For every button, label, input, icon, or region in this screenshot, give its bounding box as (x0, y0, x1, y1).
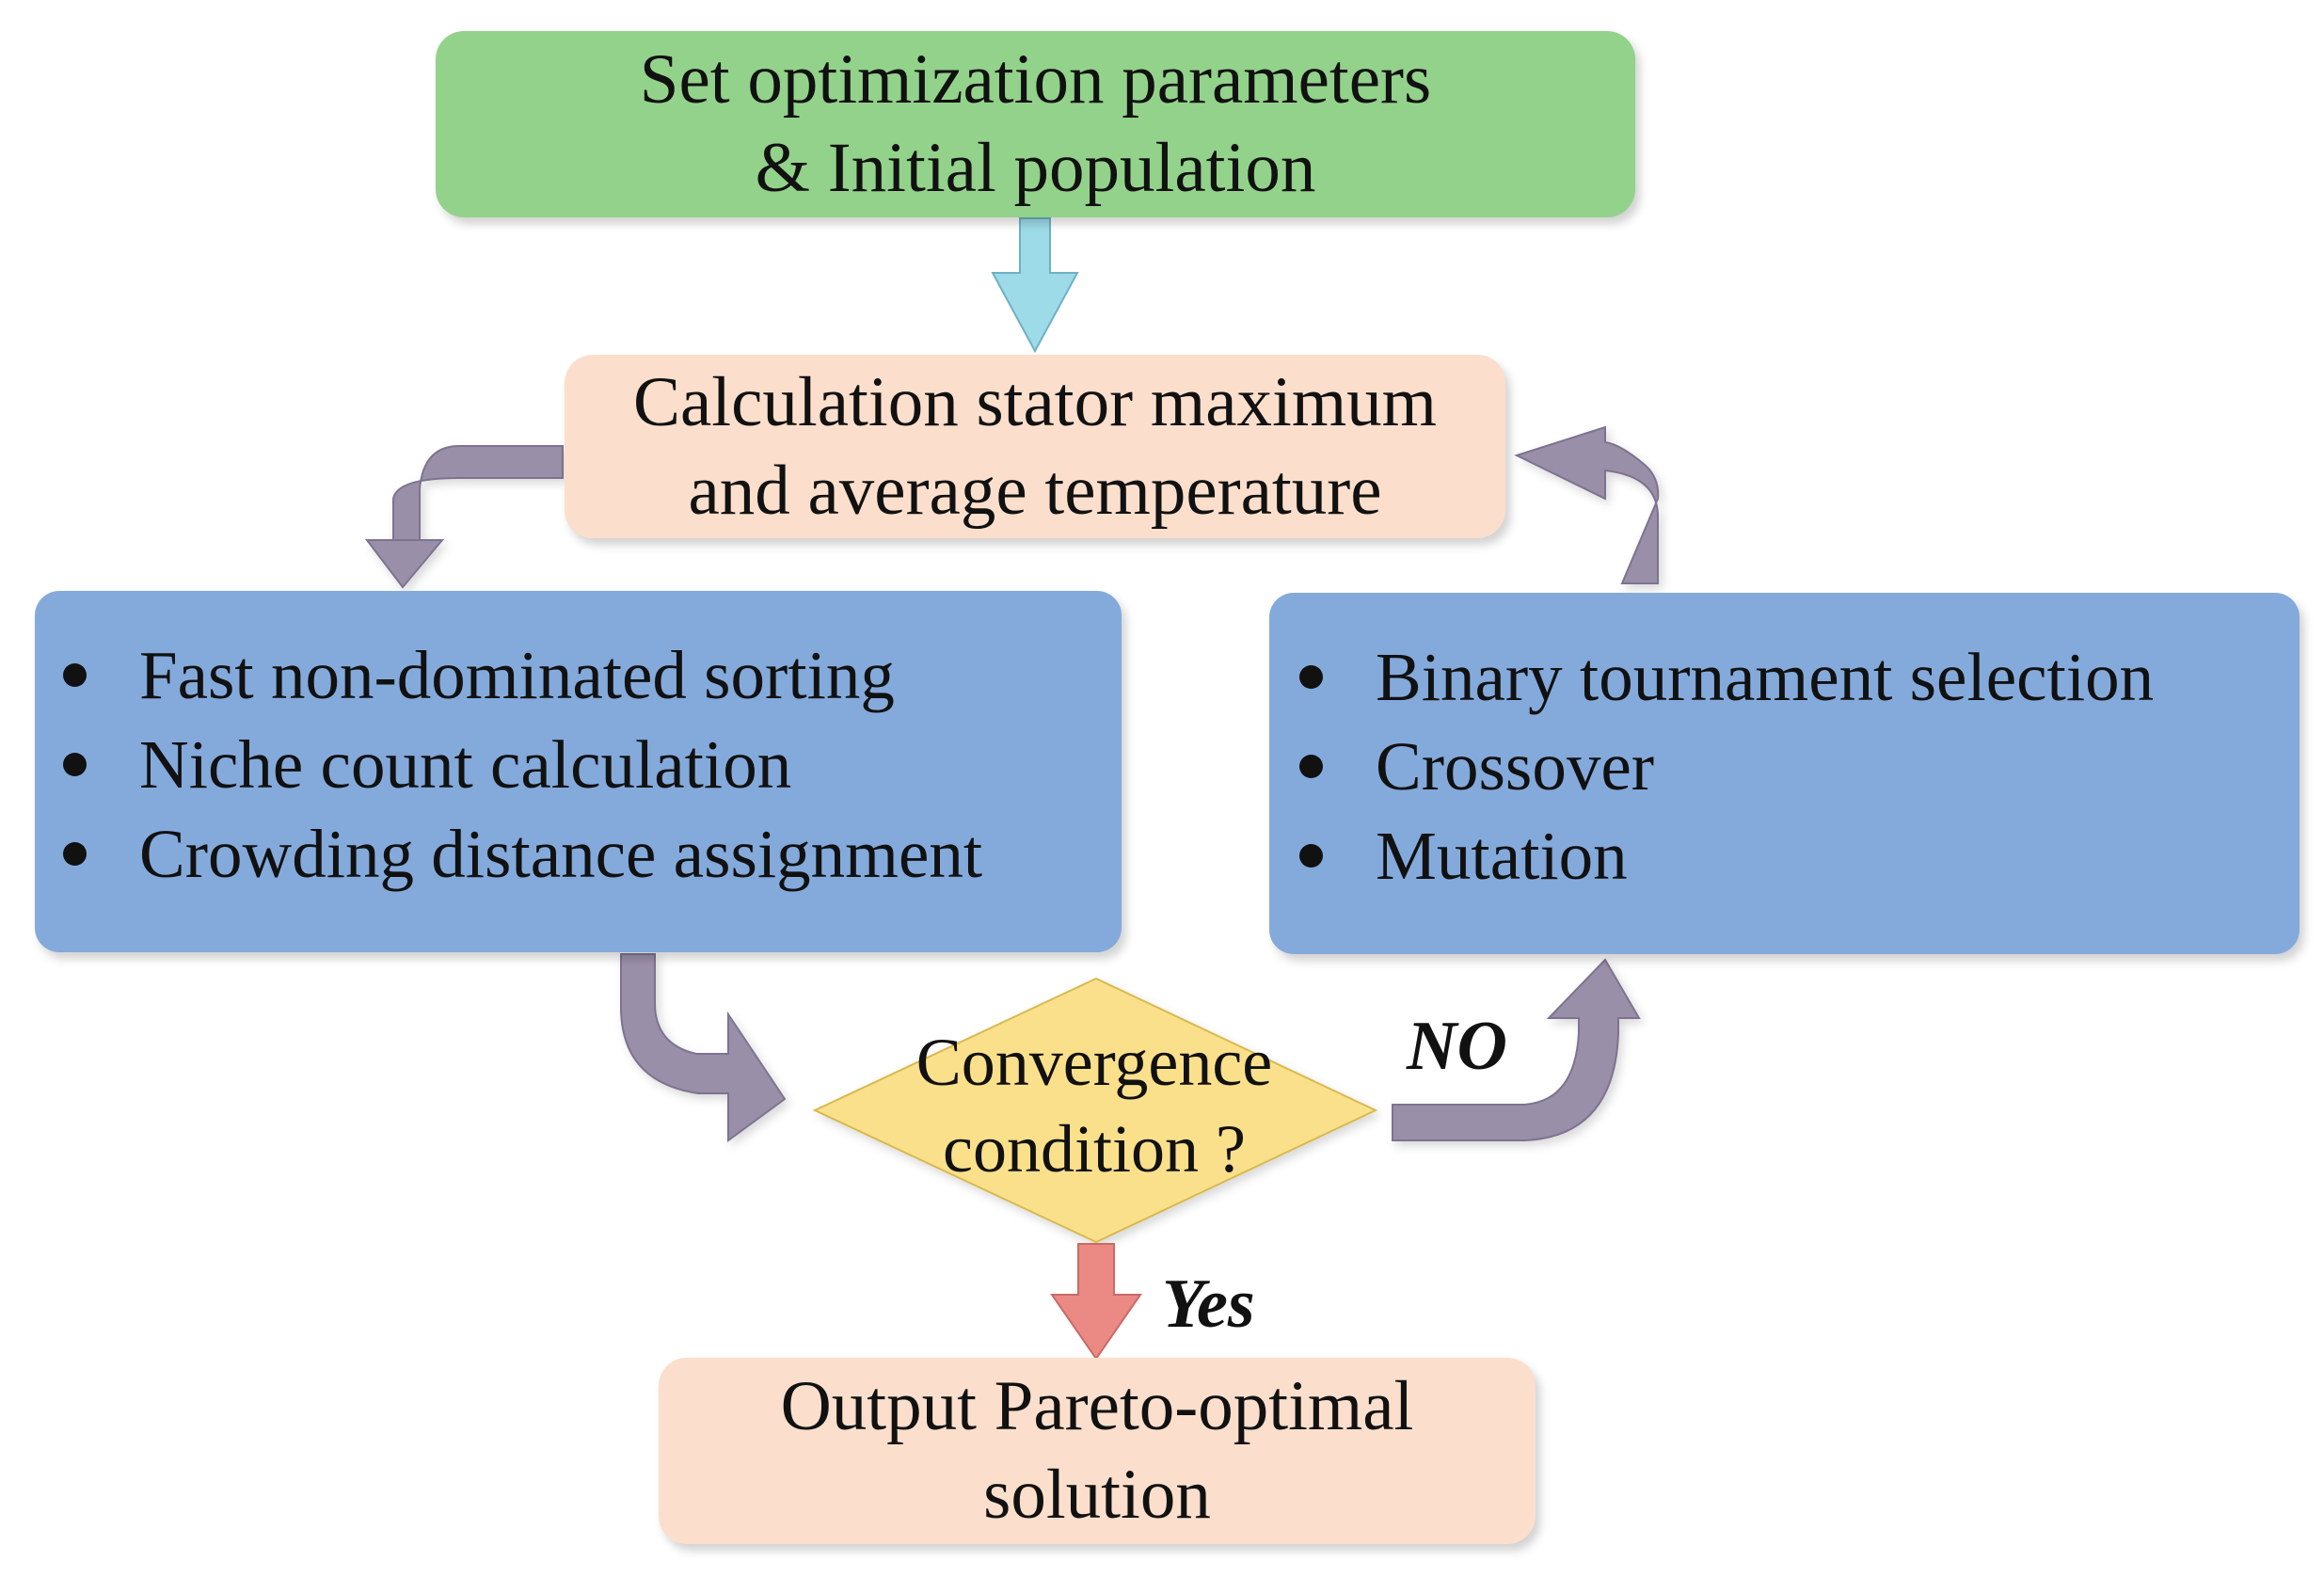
bullet-icon (63, 663, 87, 687)
evaluation-item: Fast non-dominated sorting (50, 630, 982, 720)
arrow-calculation-to-evaluation (364, 445, 564, 589)
arrow-start-to-calculation (991, 217, 1079, 354)
genetic-operators-list: Binary tournament selection Crossover Mu… (1286, 632, 2154, 900)
yes-branch-label: Yes (1162, 1266, 1255, 1343)
output-node-line2: solution (983, 1456, 1211, 1534)
evaluation-item: Crowding distance assignment (50, 809, 982, 899)
decision-label-line2: condition ? (943, 1111, 1246, 1187)
output-node-line1: Output Pareto-optimal (780, 1367, 1414, 1445)
start-node-line2: & Initial population (755, 129, 1316, 207)
evaluation-item-label: Fast non-dominated sorting (139, 637, 895, 713)
evaluation-list: Fast non-dominated sorting Niche count c… (50, 630, 982, 899)
bullet-icon (1299, 665, 1323, 689)
decision-label: Convergence condition ? (812, 1019, 1377, 1192)
operator-item: Mutation (1286, 811, 2154, 900)
evaluation-item-label: Niche count calculation (139, 726, 792, 803)
evaluation-node: Fast non-dominated sorting Niche count c… (35, 591, 1122, 952)
start-node: Set optimization parameters & Initial po… (436, 31, 1635, 217)
start-node-line1: Set optimization parameters (639, 40, 1432, 119)
bullet-icon (1299, 755, 1323, 778)
arrow-operators-to-calculation (1514, 425, 1660, 584)
arrow-evaluation-to-decision (620, 953, 787, 1142)
no-branch-label: NO (1407, 1008, 1507, 1085)
operator-item: Crossover (1286, 722, 2154, 811)
output-node: Output Pareto-optimal solution (659, 1358, 1536, 1544)
operator-item: Binary tournament selection (1286, 632, 2154, 722)
decision-diamond (812, 977, 1378, 1244)
decision-label-line1: Convergence (915, 1025, 1273, 1100)
operator-item-label: Binary tournament selection (1376, 639, 2155, 715)
bullet-icon (63, 753, 87, 776)
arrow-decision-yes-to-output (1050, 1243, 1142, 1361)
evaluation-item-label: Crowding distance assignment (139, 816, 983, 892)
evaluation-item: Niche count calculation (50, 720, 982, 809)
calculation-node-line1: Calculation stator maximum (632, 362, 1437, 441)
genetic-operators-node: Binary tournament selection Crossover Mu… (1269, 593, 2300, 954)
bullet-icon (63, 842, 87, 866)
calculation-node: Calculation stator maximum and average t… (565, 355, 1505, 538)
calculation-node-line2: and average temperature (688, 451, 1382, 530)
bullet-icon (1299, 844, 1323, 868)
operator-item-label: Crossover (1376, 728, 1655, 804)
operator-item-label: Mutation (1376, 818, 1628, 894)
arrow-decision-no-to-operators (1392, 958, 1641, 1141)
